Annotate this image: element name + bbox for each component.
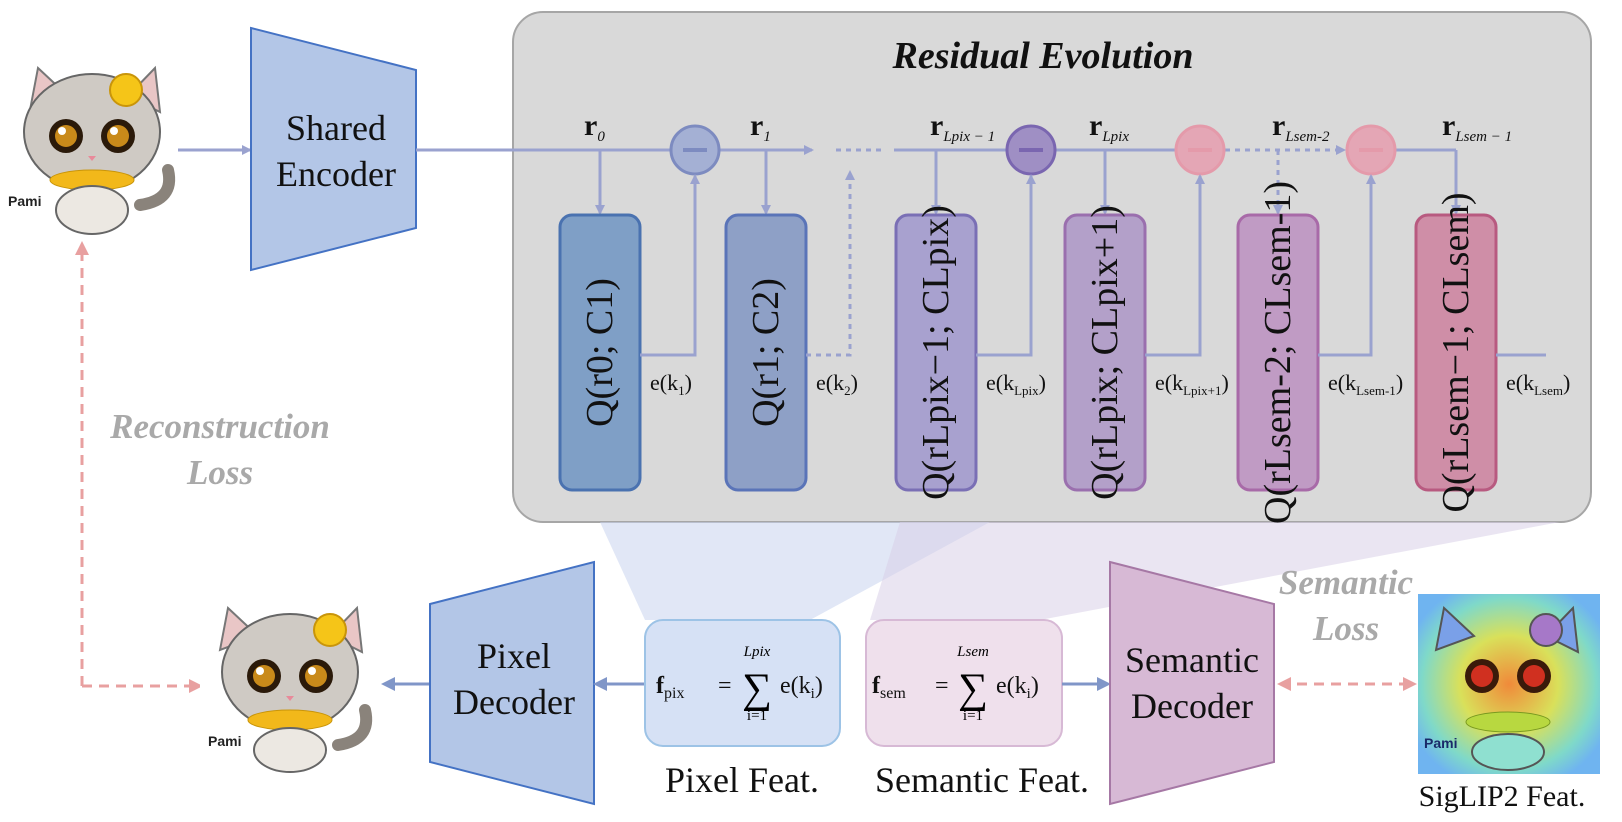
semantic-formula-lower: i=1	[963, 708, 983, 724]
output-image-label: Pami	[208, 733, 241, 749]
reconstruction-loss-label-2: Loss	[186, 453, 253, 492]
pixel-feat-caption: Pixel Feat.	[665, 760, 819, 800]
output-cat-image: Pami	[200, 596, 380, 776]
semantic-loss-label-2: Loss	[1312, 609, 1379, 648]
semantic-decoder-label-2: Decoder	[1131, 686, 1253, 726]
siglip-image-label: Pami	[1424, 735, 1457, 751]
embedding-label: e(kLpix+1)	[1155, 370, 1229, 398]
semantic-formula-term-close: )	[1031, 673, 1039, 699]
svg-text:e(ki): e(ki)	[780, 673, 823, 702]
embedding-output	[976, 174, 1036, 357]
embedding-label: e(kLpix)	[986, 370, 1046, 398]
quantizer-label: Q(rLsem-2; CLsem-1)	[1257, 181, 1299, 524]
residual-label: rLpix	[1089, 109, 1129, 145]
pixel-decoder-label-1: Pixel	[477, 636, 551, 676]
semantic-loss-label-1: Semantic	[1279, 563, 1414, 602]
residual-label: r1	[750, 109, 771, 145]
embedding-output	[1145, 174, 1205, 357]
semantic-formula-term-sub: i	[1027, 686, 1031, 702]
shared-encoder-label-2: Encoder	[276, 154, 396, 194]
residual-flow: r0 r1 rLpix − 1 rLpix rLsem-2 rLsem − 1 Q(r0; …	[558, 109, 1570, 524]
svg-text:fsem: fsem	[872, 673, 906, 702]
svg-text:=: =	[718, 673, 732, 699]
svg-text:∑: ∑	[742, 666, 772, 712]
quantizer-label: Q(r1; C2)	[745, 278, 787, 427]
semantic-formula-term: e(k	[996, 673, 1027, 699]
pixel-decoder-label-2: Decoder	[453, 682, 575, 722]
embedding-output	[1318, 174, 1376, 357]
residual-label: rLsem-2	[1272, 109, 1330, 145]
quantizer-label: Q(rLpix; CLpix+1)	[1084, 205, 1126, 500]
pixel-formula-term: e(k	[780, 673, 811, 699]
quantizer-label: Q(rLsem−1; CLsem)	[1435, 192, 1477, 512]
quantizer-box	[1063, 213, 1147, 492]
quantizer-box	[1414, 213, 1498, 492]
semantic-feat-caption: Semantic Feat.	[875, 760, 1089, 800]
embedding-output	[806, 170, 855, 357]
quantizer-box	[724, 213, 808, 492]
semantic-decoder-shape	[1109, 560, 1275, 806]
semantic-formula-lhs: f	[872, 673, 881, 699]
quantizer-box	[558, 213, 642, 492]
input-image-label: Pami	[8, 193, 41, 209]
pixel-formula-term-sub: i	[811, 686, 815, 702]
pixel-formula: fpix = ∑ Lpix i=1 e(ki)	[656, 644, 823, 724]
pixel-formula-lhs: f	[656, 673, 665, 699]
siglip-feat-caption: SigLIP2 Feat.	[1419, 780, 1586, 813]
quantizer-box	[1236, 213, 1320, 492]
quantizer-label: Q(r0; C1)	[579, 278, 621, 427]
semantic-formula-lhs-sub: sem	[880, 685, 906, 702]
residual-label: rLsem − 1	[1442, 109, 1512, 145]
svg-text:∑: ∑	[958, 666, 988, 712]
input-cat-image: Pami	[8, 58, 178, 236]
semantic-formula-upper: Lsem	[956, 644, 989, 660]
reconstruction-loss-label-1: Reconstruction	[109, 407, 330, 446]
quantizer-box	[894, 213, 978, 492]
residual-label: r0	[584, 109, 605, 145]
embedding-label: e(kLsem)	[1506, 370, 1570, 398]
shared-encoder-label-1: Shared	[286, 108, 386, 148]
svg-text:=: =	[935, 673, 949, 699]
pixel-decoder-shape	[429, 560, 595, 806]
siglip-feature-image: Pami	[1418, 594, 1600, 774]
svg-text:fpix: fpix	[656, 673, 684, 702]
quantizer-label: Q(rLpix−1; CLpix)	[915, 205, 957, 500]
semantic-decoder-label-1: Semantic	[1125, 640, 1259, 680]
panel-title: Residual Evolution	[892, 35, 1194, 77]
residual-label: rLpix − 1	[930, 109, 995, 145]
pixel-formula-term-close: )	[815, 673, 823, 699]
semantic-fan	[870, 522, 1560, 620]
semantic-formula: fsem = ∑ Lsem i=1 e(ki)	[872, 644, 1039, 724]
embedding-label: e(kLsem-1)	[1328, 370, 1403, 398]
pixel-feat-box	[644, 619, 841, 747]
pixel-formula-lower: i=1	[747, 708, 767, 724]
pixel-formula-upper: Lpix	[743, 644, 771, 660]
shared-encoder-shape	[250, 26, 417, 272]
embedding-output	[640, 174, 700, 357]
pixel-formula-lhs-sub: pix	[664, 685, 684, 702]
embedding-label: e(k2)	[816, 370, 858, 398]
embedding-label: e(k1)	[650, 370, 692, 398]
svg-text:e(ki): e(ki)	[996, 673, 1039, 702]
